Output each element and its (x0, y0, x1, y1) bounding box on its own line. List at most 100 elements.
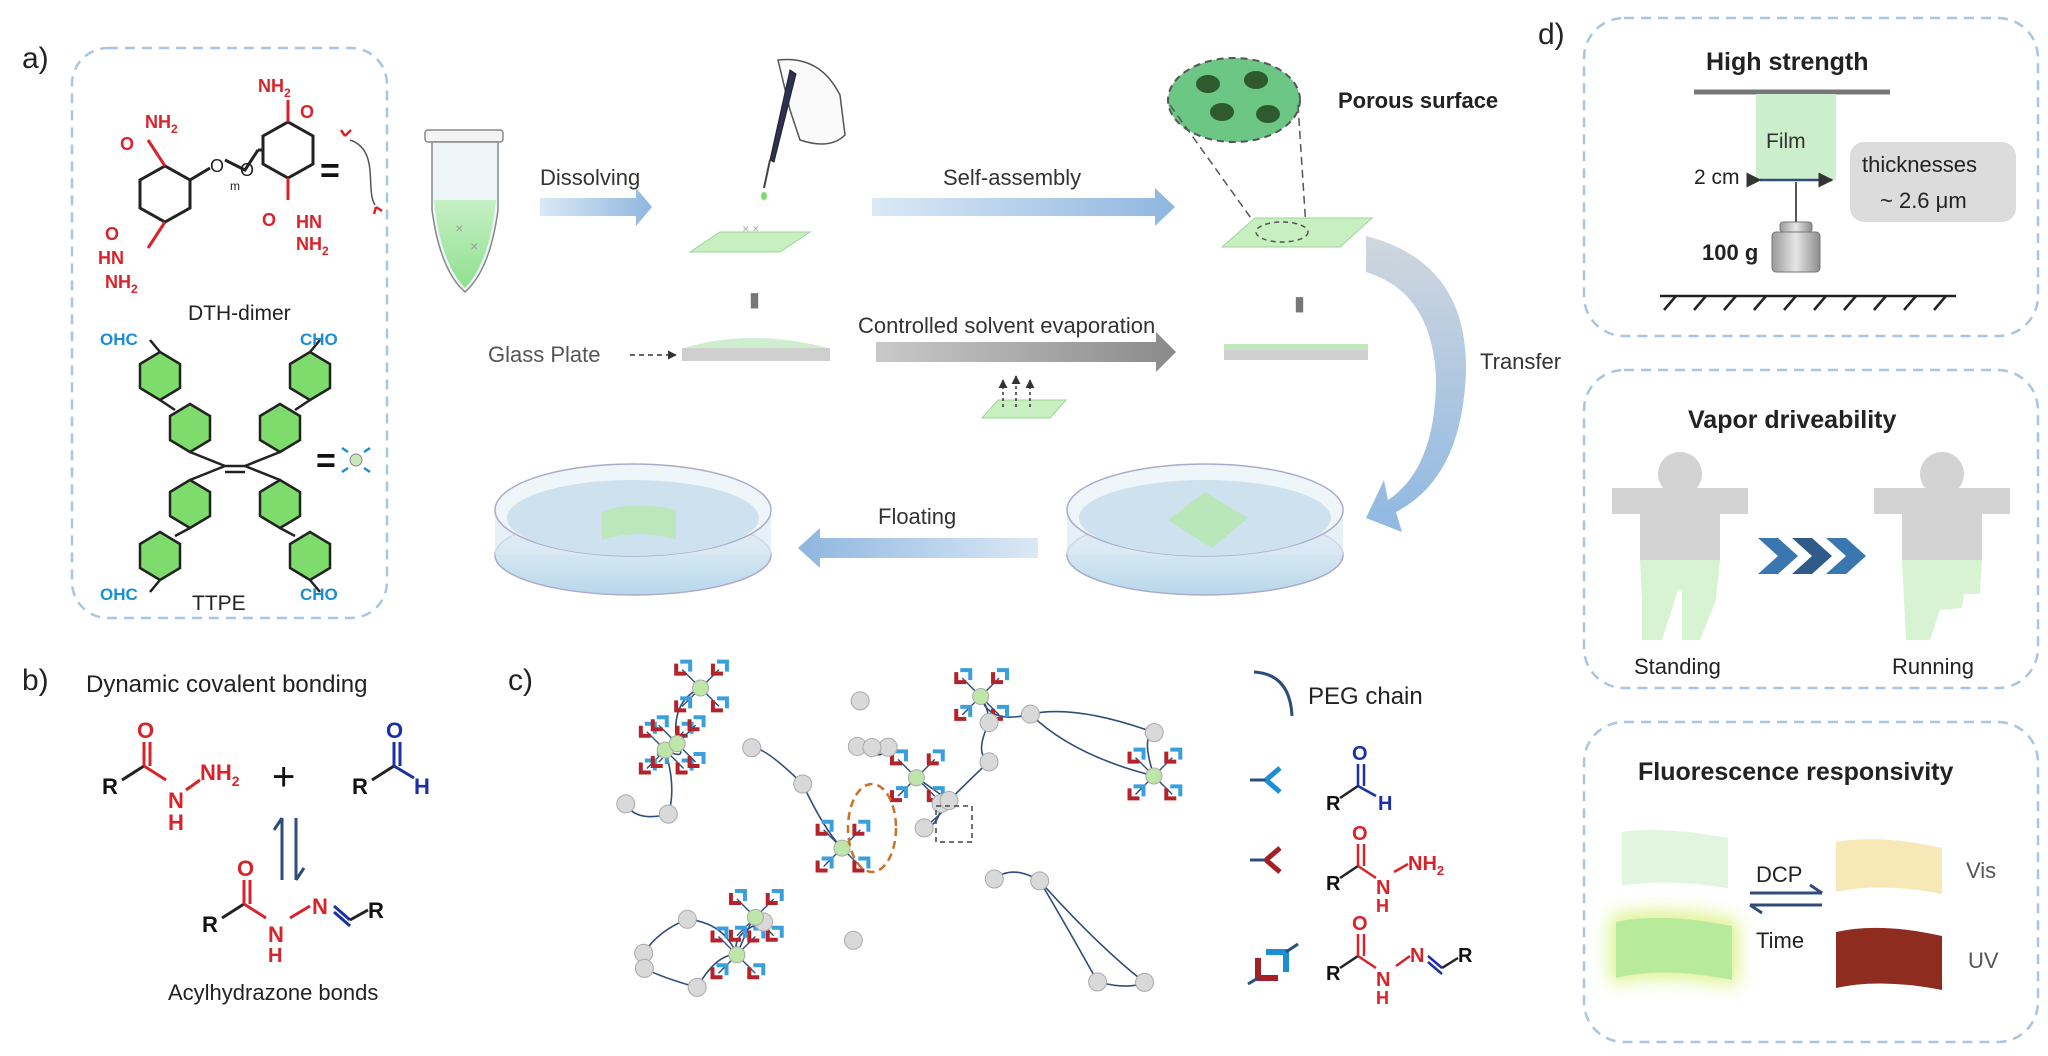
running-figure (1874, 452, 2010, 640)
dth-o-bottom-right: O (262, 210, 276, 230)
ttpe-structure (138, 339, 332, 593)
bond-mark-red (710, 700, 723, 713)
polymer-network (616, 659, 1183, 997)
bond-mark-red (675, 762, 688, 775)
dth-node (914, 818, 934, 838)
dth-node (1144, 723, 1164, 743)
ttpe-node (746, 908, 764, 926)
ttpe-node (907, 769, 925, 787)
dth-equals: = (320, 152, 340, 190)
peg-chain (801, 783, 843, 849)
bond-mark-blue (693, 752, 706, 765)
bond-mark-red (710, 967, 723, 980)
bond-mark-red (674, 700, 687, 713)
dth-o-bottom-left: O (105, 224, 119, 244)
film-uv-green-glow (1610, 910, 1738, 986)
legend-acy-n1: N (1376, 969, 1390, 991)
dth-node (979, 752, 999, 772)
bond-mark-red (765, 892, 778, 905)
legend-hyd-n: N (1376, 877, 1390, 899)
reversible-arrows (1749, 883, 1823, 915)
bond-mark-blue (716, 696, 729, 709)
bond-mark-blue (1170, 784, 1183, 797)
bond-mark-blue (753, 963, 766, 976)
dth-node (984, 869, 1004, 889)
legend-aldehyde-structure (1339, 764, 1377, 800)
thickness-line1: thicknesses (1862, 152, 1977, 177)
legend-ald-h: H (1378, 793, 1392, 815)
legend-hyd-nh2: NH2 (1408, 853, 1444, 878)
film-strip (1756, 94, 1836, 180)
ttpe-ohc-top: OHC (100, 330, 138, 349)
centrifuge-tube: ✕ ✕ (424, 129, 504, 293)
b-n3: N (268, 922, 284, 947)
dth-o-top-right: O (300, 102, 314, 122)
b-nh1: N (168, 788, 184, 813)
legend-acy-r1: R (1326, 963, 1341, 985)
svg-text:✕ ✕: ✕ ✕ (742, 224, 760, 234)
bond-mark-red (815, 823, 828, 836)
dth-node (634, 958, 654, 978)
legend-acy-o: O (1352, 913, 1368, 935)
b-o3: O (237, 856, 254, 881)
equals-mark-right: ▮ (1294, 293, 1305, 315)
dth-node (616, 794, 636, 814)
panel-label-c: c) (508, 664, 533, 697)
bond-mark-red (1127, 751, 1140, 764)
dth-hn-bottom-left: HN (98, 248, 124, 268)
bond-mark-red (1127, 788, 1140, 801)
bond-mark-blue (734, 888, 747, 901)
bond-mark-blue (1133, 747, 1146, 760)
bond-mark-blue (895, 749, 908, 762)
bond-mark-blue (997, 704, 1010, 717)
thickness-badge (1850, 142, 2016, 222)
bond-mark-red (747, 967, 760, 980)
bond-mark-red (650, 719, 663, 732)
bond-mark-red (710, 663, 723, 676)
dth-node (979, 713, 999, 733)
legend-acylhydrazone-structure (1339, 934, 1459, 975)
bond-mark-blue (960, 668, 973, 681)
dth-node (658, 804, 678, 824)
bond-mark-blue (693, 715, 706, 728)
b-r3: R (202, 912, 218, 937)
ttpe-node (833, 839, 851, 857)
ttpe-node (1145, 767, 1163, 785)
bond-mark-red (954, 672, 967, 685)
legend-ald-r: R (1326, 793, 1341, 815)
evaporation-label: Controlled solvent evaporation (858, 313, 1155, 338)
transfer-arrow (1366, 236, 1467, 532)
pore-highlight (846, 782, 898, 874)
porous-surface-label: Porous surface (1338, 88, 1498, 113)
dth-node (843, 930, 863, 950)
bond-mark-red (889, 790, 902, 803)
dth-node (862, 738, 882, 758)
legend-hydrazide-structure (1339, 844, 1409, 880)
glass-plate-label: Glass Plate (488, 342, 601, 367)
bond-mark-blue (821, 819, 834, 832)
panel-label-d: d) (1538, 18, 1565, 51)
dth-m-subscript: m (230, 179, 240, 193)
dth-nh2-bottom-right: NH2 (296, 234, 329, 258)
petri-dish-left (494, 463, 772, 596)
legend-acy-h: H (1376, 988, 1389, 1008)
bond-mark-blue (716, 659, 729, 672)
high-strength-box (1582, 16, 2040, 338)
porous-surface-zoom (1167, 57, 1374, 248)
peg-chain (1039, 880, 1146, 983)
dth-dimer-structure (138, 100, 315, 249)
vapor-box (1582, 368, 2040, 690)
dth-dimer-symbol (339, 129, 383, 215)
weight-label: 100 g (1702, 240, 1758, 265)
dth-node (1088, 972, 1108, 992)
legend-peg-label: PEG chain (1308, 683, 1423, 710)
ttpe-cho-bottom: CHO (300, 585, 338, 604)
hydrazide-reactant (121, 742, 167, 782)
legend-aldehyde-icon (1250, 766, 1282, 794)
dth-node (677, 909, 697, 929)
bond-mark-blue (997, 668, 1010, 681)
peg-chain (1038, 880, 1099, 983)
film-label: Film (1766, 130, 1806, 153)
bond-mark-blue (932, 749, 945, 762)
